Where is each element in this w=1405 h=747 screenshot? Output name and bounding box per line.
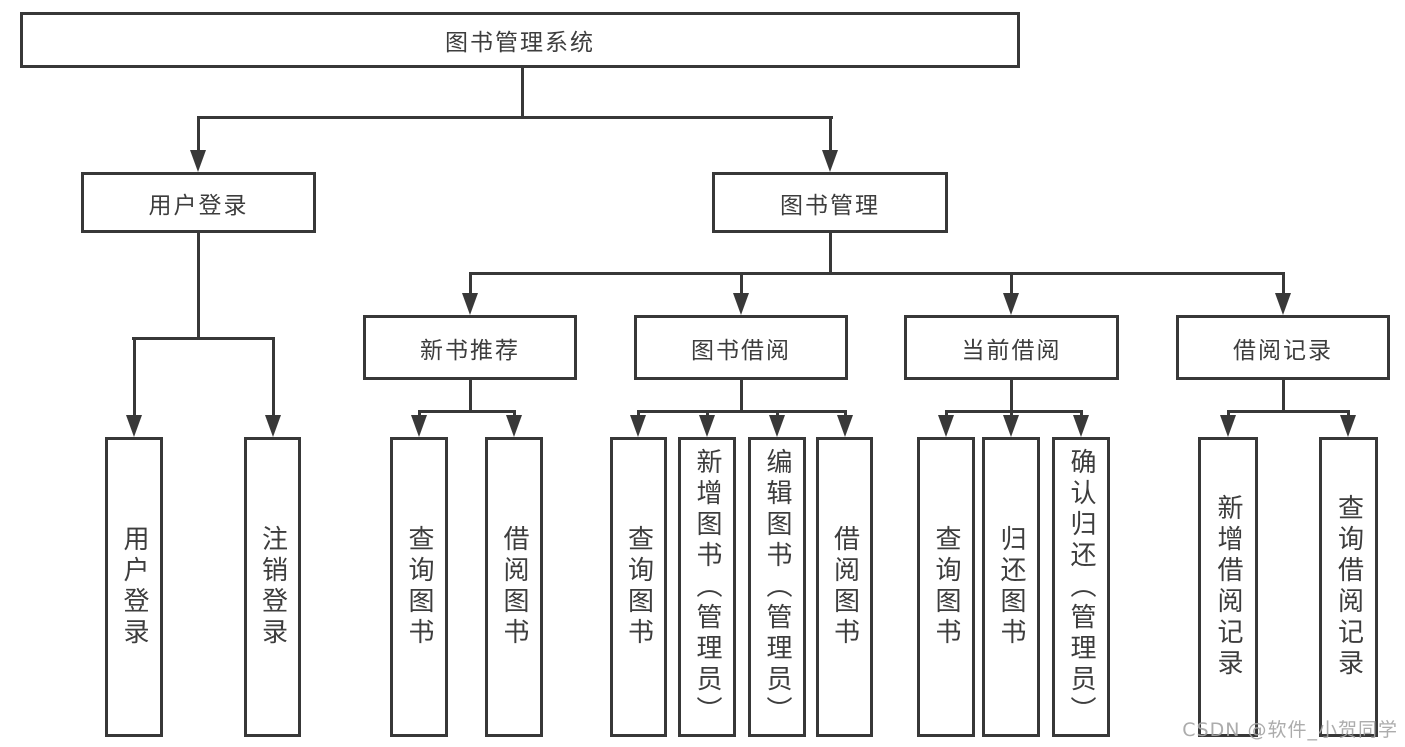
arrowhead-down-icon xyxy=(1003,293,1019,315)
connector-line xyxy=(197,116,833,119)
arrowhead-down-icon xyxy=(126,415,142,437)
leaf-logout-login: 注销登录 xyxy=(244,437,301,737)
arrowhead-down-icon xyxy=(1340,415,1356,437)
arrowhead-down-icon xyxy=(506,415,522,437)
leaf-borrow-book: 借阅图书 xyxy=(816,437,873,737)
leaf-query-book-recommend: 查询图书 xyxy=(390,437,448,737)
connector-line xyxy=(418,410,421,417)
connector-line xyxy=(706,410,709,417)
node-book-management: 图书管理 xyxy=(712,172,948,233)
leaf-edit-book-admin: 编辑图书（管理员） xyxy=(748,437,806,737)
leaf-query-book-borrow: 查询图书 xyxy=(610,437,667,737)
connector-line xyxy=(133,337,136,415)
connector-line xyxy=(197,233,200,337)
connector-line xyxy=(776,410,779,417)
connector-line xyxy=(469,380,472,411)
node-root-library-system: 图书管理系统 xyxy=(20,12,1020,68)
leaf-return-book: 归还图书 xyxy=(982,437,1040,737)
leaf-query-borrow-record: 查询借阅记录 xyxy=(1319,437,1378,737)
arrowhead-down-icon xyxy=(411,415,427,437)
connector-line xyxy=(1227,410,1350,413)
leaf-add-borrow-record: 新增借阅记录 xyxy=(1198,437,1258,737)
connector-line xyxy=(513,410,516,417)
arrowhead-down-icon xyxy=(630,415,646,437)
connector-line xyxy=(469,272,472,295)
node-book-borrow: 图书借阅 xyxy=(634,315,848,380)
connector-line xyxy=(829,233,832,274)
node-new-book-recommend: 新书推荐 xyxy=(363,315,577,380)
connector-line xyxy=(945,410,1083,413)
arrowhead-down-icon xyxy=(1073,415,1089,437)
connector-line xyxy=(1010,380,1013,411)
node-current-borrow: 当前借阅 xyxy=(904,315,1119,380)
connector-line xyxy=(469,272,1285,275)
arrowhead-down-icon xyxy=(265,415,281,437)
connector-line xyxy=(1080,410,1083,417)
arrowhead-down-icon xyxy=(733,293,749,315)
node-borrow-record: 借阅记录 xyxy=(1176,315,1390,380)
connector-line xyxy=(1282,380,1285,411)
arrowhead-down-icon xyxy=(190,150,206,172)
arrowhead-down-icon xyxy=(822,150,838,172)
arrowhead-down-icon xyxy=(699,415,715,437)
connector-line xyxy=(945,410,948,417)
node-user-login: 用户登录 xyxy=(81,172,316,233)
connector-line xyxy=(521,68,524,116)
leaf-add-book-admin: 新增图书（管理员） xyxy=(678,437,736,737)
leaf-confirm-return-admin: 确认归还（管理员） xyxy=(1052,437,1110,737)
connector-line xyxy=(1227,410,1230,417)
leaf-query-book-current: 查询图书 xyxy=(917,437,975,737)
arrowhead-down-icon xyxy=(769,415,785,437)
arrowhead-down-icon xyxy=(1275,293,1291,315)
connector-line xyxy=(637,410,640,417)
connector-line xyxy=(1010,410,1013,417)
connector-line xyxy=(132,337,275,340)
arrowhead-down-icon xyxy=(462,293,478,315)
leaf-borrow-book-recommend: 借阅图书 xyxy=(485,437,543,737)
connector-line xyxy=(418,410,516,413)
connector-line xyxy=(197,116,200,152)
connector-line xyxy=(1347,410,1350,417)
connector-line xyxy=(1010,272,1013,295)
connector-line xyxy=(1282,272,1285,295)
connector-line xyxy=(844,410,847,417)
leaf-user-login: 用户登录 xyxy=(105,437,163,737)
connector-line xyxy=(637,410,847,413)
connector-line xyxy=(272,337,275,415)
connector-line xyxy=(740,380,743,411)
arrowhead-down-icon xyxy=(1003,415,1019,437)
csdn-watermark: CSDN @软件_小贺同学 xyxy=(1182,719,1398,741)
arrowhead-down-icon xyxy=(938,415,954,437)
connector-line xyxy=(740,272,743,295)
connector-line xyxy=(829,116,832,152)
arrowhead-down-icon xyxy=(1220,415,1236,437)
arrowhead-down-icon xyxy=(837,415,853,437)
